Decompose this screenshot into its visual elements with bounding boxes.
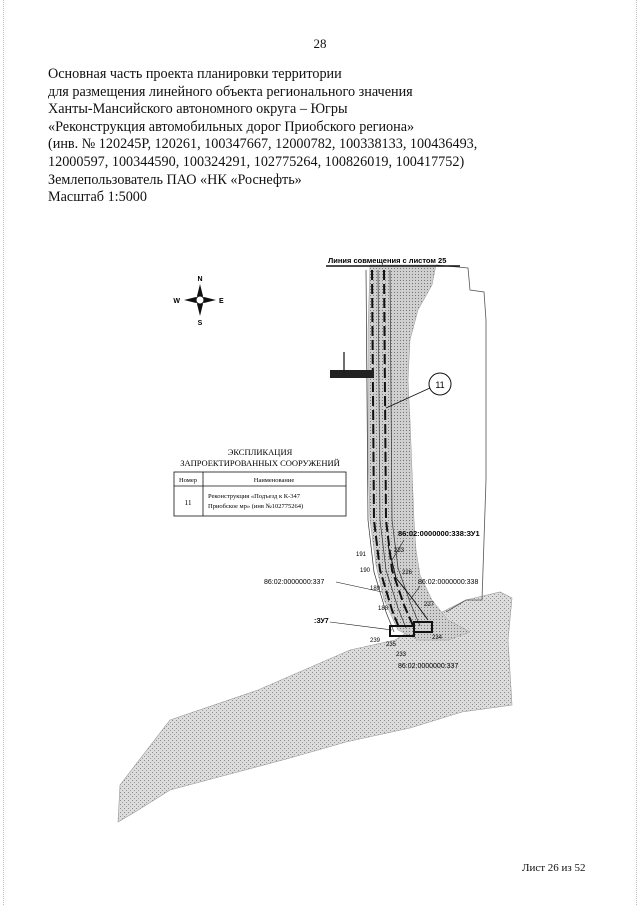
point-label: 234 [432,635,443,641]
parcel-corridor [367,264,471,641]
point-label: 227 [424,602,435,608]
header-line: Землепользователь ПАО «НК «Роснефть» [48,171,302,188]
road-line-thin [377,269,407,629]
point-label: 239 [370,638,381,644]
header-line: Основная часть проекта планировки террит… [48,66,342,82]
parcel-leader [329,621,393,631]
parcel-leader [391,539,405,561]
point-label: 189 [370,586,381,592]
header-line: Ханты-Мансийского автономного округа – Ю… [48,101,348,118]
point-label: 223 [394,548,405,554]
legend-row-number: 11 [184,498,191,507]
road-line-thin [389,269,421,627]
page-edge-left [3,0,4,905]
parcel-label-337: 86:02:0000000:337 [264,579,324,586]
parcel-label-zu7: :ЗУ7 [314,618,329,625]
parcel-label-zu1: 86:02:0000000:338:ЗУ1 [398,529,480,538]
legend-subtitle: ЗАПРОЕКТИРОВАННЫХ СООРУЖЕНИЙ [180,458,340,468]
compass-west: W [173,298,180,305]
road-bend [387,544,429,621]
parcel-leader [409,585,421,601]
parcel-outline-right [435,264,487,613]
point-label: 188 [378,606,389,612]
point-label: 233 [396,652,407,658]
legend-title: ЭКСПЛИКАЦИЯ [228,447,293,457]
header-line: для размещения линейного объекта региона… [48,83,413,100]
sheet-number: Лист 26 из 52 [522,862,586,874]
page-number: 28 [313,36,327,51]
header-line: 12000597, 100344590, 100324291, 10277526… [48,153,465,170]
parcel-leader [335,581,383,593]
legend-col-number: Номер [179,477,197,484]
road-line [371,269,401,631]
road-line-thin [365,269,395,633]
page-edge-right [636,0,637,905]
parcel-label-337-lower: 86:02:0000000:337 [398,663,458,670]
road-end-box [413,621,433,633]
compass-east: E [219,298,224,305]
callout-circle [428,372,452,396]
point-label: 235 [386,642,397,648]
point-label: 190 [360,568,371,574]
compass-south: S [198,320,203,327]
point-label: 226 [402,570,413,576]
callout-leader [385,387,431,409]
header-line: (инв. № 120245Р, 120261, 100347667, 1200… [48,136,478,153]
compass-north: N [197,276,202,283]
document-header: Основная часть проекта планировки террит… [48,66,608,207]
parcel-large-area [117,591,513,823]
parcel-label-338: 86:02:0000000:338 [418,579,478,586]
match-line-label: Линия совмещения с листом 25 [328,256,446,265]
callout-number: 11 [435,380,444,390]
legend-row-name: Приобское мр» (инв №102775264) [208,503,303,510]
road-line [383,269,415,629]
road-branch [330,370,374,378]
legend-row-name: Реконструкция «Подъезд к К-347 [208,493,301,500]
header-line: «Реконструкция автомобильных дорог Приоб… [48,118,415,135]
compass-icon [184,284,216,316]
point-label: 191 [356,552,367,558]
legend-table [173,471,347,517]
legend-col-name: Наименование [254,477,295,484]
header-line: Масштаб 1:5000 [48,189,147,206]
